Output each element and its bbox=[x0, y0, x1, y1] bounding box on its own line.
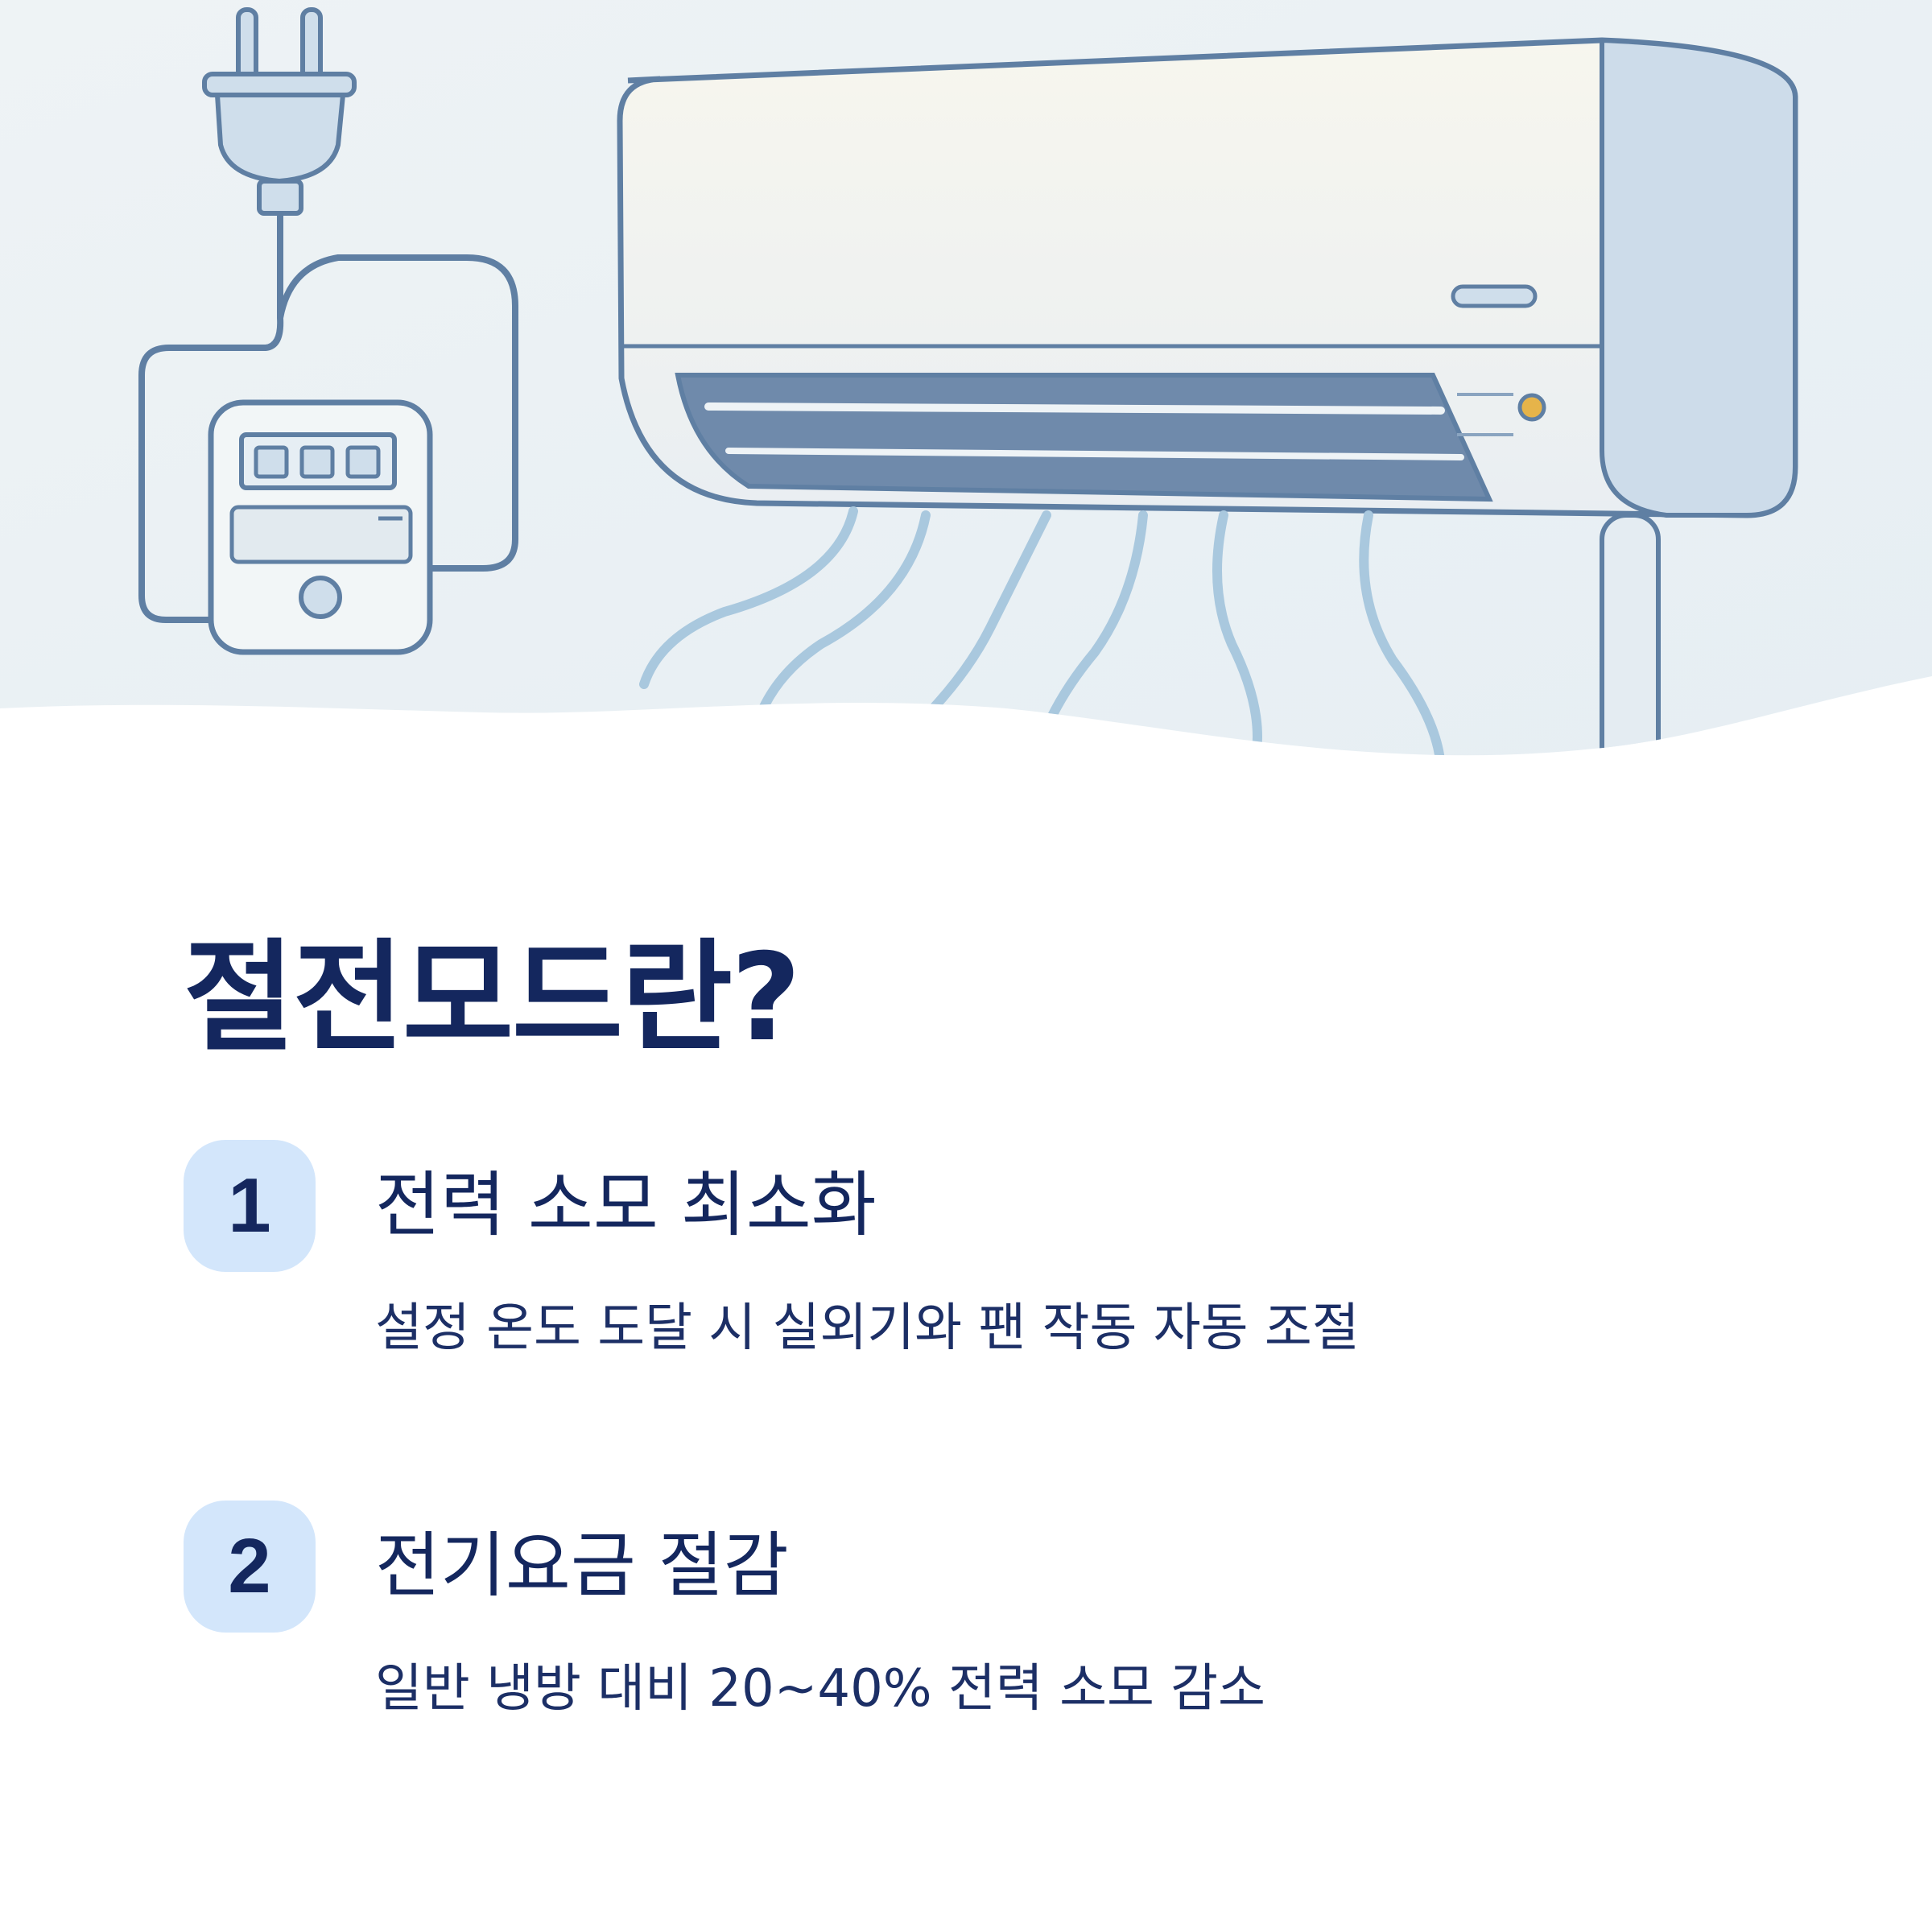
airflow-icon bbox=[639, 506, 1446, 756]
item-1-description: 설정 온도 도달 시 실외기와 팬 작동 자동 조절 bbox=[375, 1298, 1360, 1358]
item-2-description: 일반 냉방 대비 20~40% 전력 소모 감소 bbox=[375, 1659, 1265, 1719]
page-title: 절전모드란? bbox=[184, 928, 801, 1068]
air-conditioner-illustration bbox=[0, 0, 1932, 756]
item-1-title: 전력 소모 최소화 bbox=[375, 1163, 877, 1246]
air-conditioner-icon bbox=[617, 37, 1798, 756]
plug-icon bbox=[202, 7, 357, 318]
item-1-number-badge: 1 bbox=[184, 1140, 316, 1272]
item-2-number-badge: 2 bbox=[184, 1501, 316, 1633]
power-meter-icon bbox=[208, 399, 433, 756]
cable-icon bbox=[138, 254, 518, 623]
item-2-title: 전기요금 절감 bbox=[375, 1524, 789, 1607]
